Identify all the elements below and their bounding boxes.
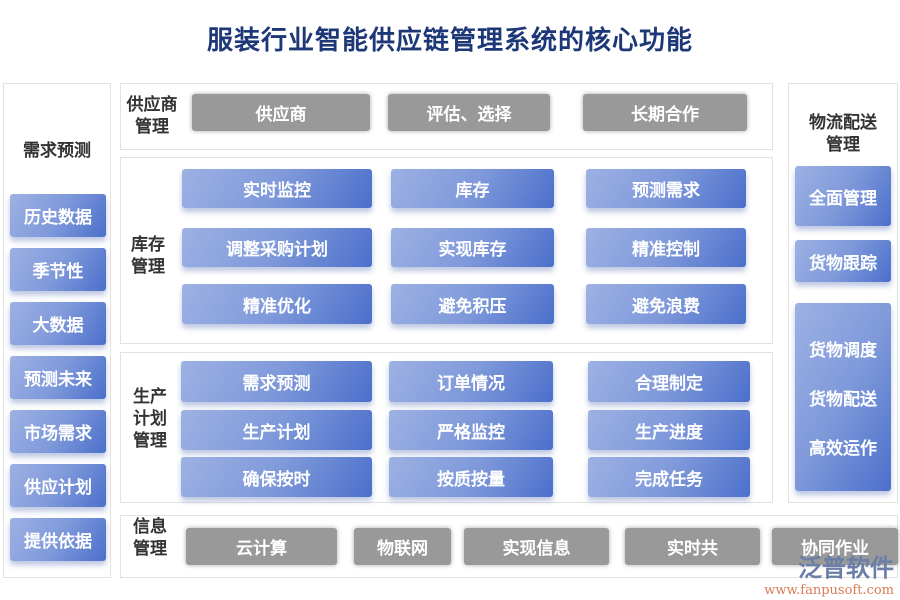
- production-item: 生产进度: [588, 410, 750, 450]
- logistics-group: 货物调度 货物配送 高效运作: [795, 303, 891, 491]
- supplier-item: 长期合作: [583, 94, 747, 131]
- page-title: 服装行业智能供应链管理系统的核心功能: [206, 26, 693, 56]
- demand-item: 供应计划: [10, 464, 106, 507]
- fanpusoft-logo: 泛普软件 www.fanpusoft.com: [764, 548, 894, 598]
- logo-name: 泛普软件: [798, 554, 894, 582]
- production-item: 订单情况: [389, 361, 553, 402]
- logistics-item: 货物跟踪: [795, 240, 891, 282]
- inventory-item: 避免浪费: [586, 284, 746, 324]
- logistics-item: 货物调度: [809, 340, 877, 361]
- info-item: 实现信息: [464, 528, 609, 565]
- logo-url: www.fanpusoft.com: [764, 583, 894, 598]
- inventory-item: 实现库存: [391, 228, 554, 267]
- inventory-label: 库存 管理: [131, 235, 165, 277]
- demand-item: 历史数据: [10, 194, 106, 237]
- production-item: 按质按量: [389, 457, 553, 497]
- info-item: 云计算: [186, 528, 337, 565]
- production-item: 生产计划: [181, 410, 372, 450]
- info-item: 物联网: [354, 528, 451, 565]
- info-label: 信息 管理: [133, 517, 167, 559]
- demand-item: 季节性: [10, 248, 106, 291]
- info-item: 实时共: [625, 528, 760, 565]
- inventory-item: 精准控制: [586, 228, 746, 267]
- demand-forecast-title: 需求预测: [23, 141, 91, 161]
- inventory-item: 精准优化: [182, 284, 372, 324]
- inventory-item: 实时监控: [182, 169, 372, 208]
- inventory-item: 避免积压: [391, 284, 554, 324]
- production-item: 合理制定: [588, 361, 750, 402]
- logistics-item: 全面管理: [795, 166, 891, 226]
- supplier-item: 供应商: [192, 94, 370, 131]
- supplier-item: 评估、选择: [388, 94, 550, 131]
- inventory-item: 预测需求: [586, 169, 746, 208]
- production-item: 严格监控: [389, 410, 553, 450]
- production-item: 完成任务: [588, 457, 750, 497]
- logistics-title: 物流配送 管理: [809, 113, 877, 155]
- demand-item: 提供依据: [10, 518, 106, 561]
- supplier-label: 供应商 管理: [126, 95, 178, 137]
- logistics-item: 货物配送: [809, 389, 877, 410]
- production-label: 生产 计划 管理: [133, 387, 167, 451]
- info-item: 协同作业: [772, 528, 898, 565]
- production-item: 确保按时: [181, 457, 372, 497]
- logistics-item: 高效运作: [809, 438, 877, 459]
- inventory-item: 库存: [391, 169, 554, 208]
- inventory-item: 调整采购计划: [182, 228, 372, 267]
- production-item: 需求预测: [181, 361, 372, 402]
- demand-item: 市场需求: [10, 410, 106, 453]
- demand-item: 预测未来: [10, 356, 106, 399]
- demand-item: 大数据: [10, 302, 106, 345]
